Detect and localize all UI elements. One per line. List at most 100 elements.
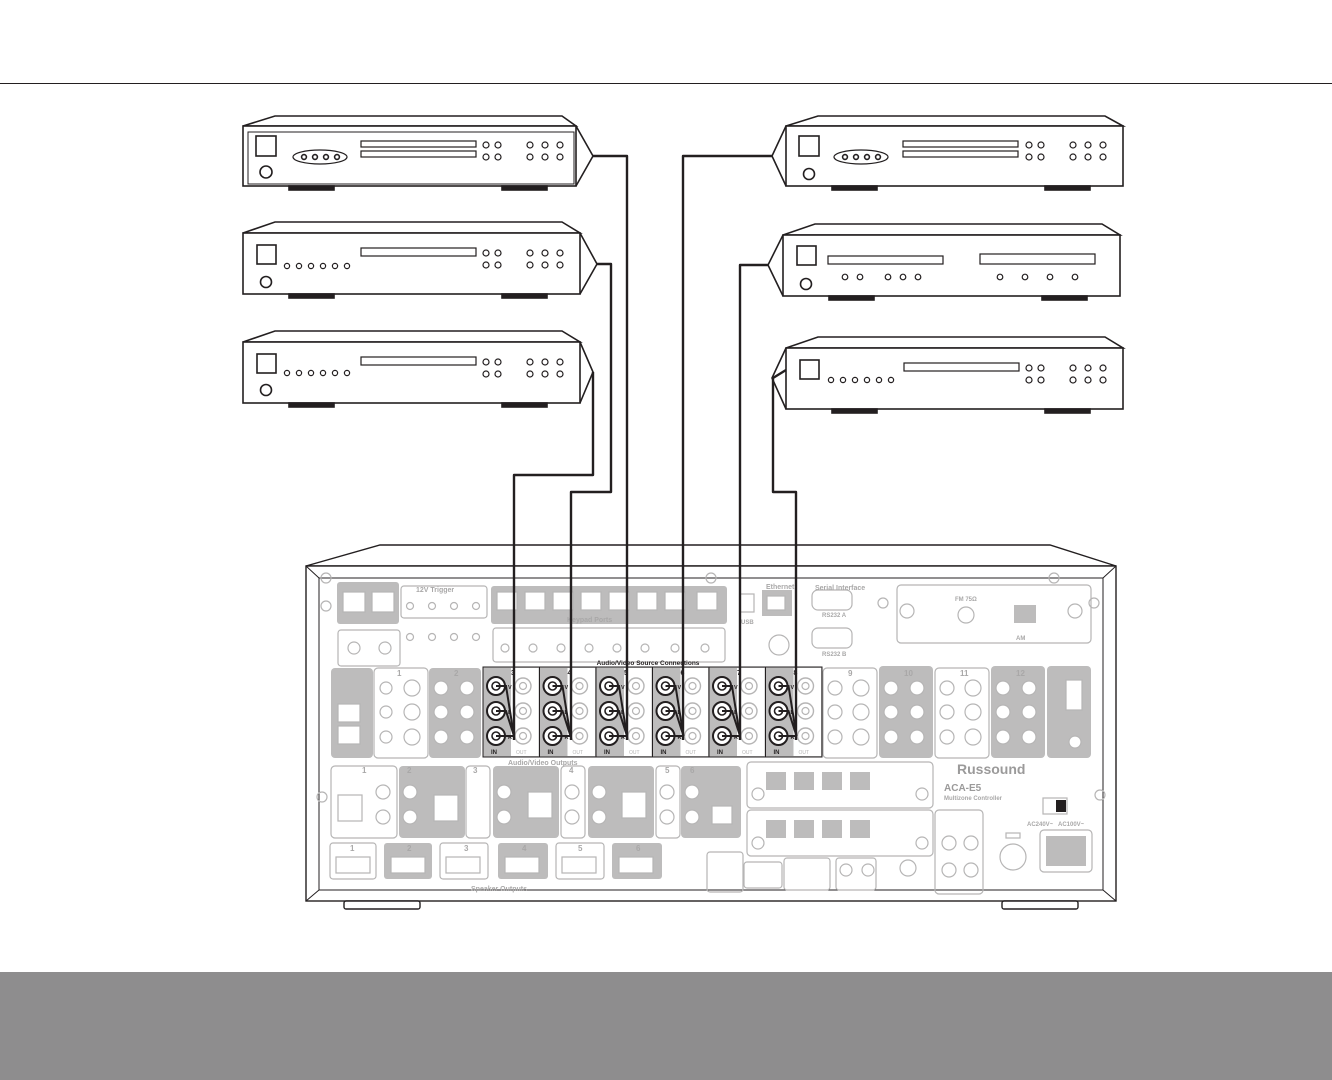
trigger-title: 12V Trigger — [416, 587, 454, 594]
source-device-right-2 — [767, 223, 1123, 301]
faded-number-label: 6 — [690, 766, 695, 775]
faded-number-label: 4 — [569, 766, 574, 775]
foot-right — [1001, 900, 1079, 910]
model-name: ACA-E5 — [944, 783, 982, 794]
multizone-controller: 12V Trigger Keypad Ports Ethernet Serial… — [305, 544, 1117, 910]
input-label: IN — [717, 750, 723, 756]
channel-label: V — [508, 685, 512, 691]
output-jack-core — [688, 681, 697, 691]
display-slot — [360, 140, 477, 148]
power-button — [255, 135, 277, 157]
faded-number-label: 6 — [636, 844, 641, 853]
antenna-am-label: AM — [1016, 636, 1025, 642]
power-knob — [259, 165, 273, 179]
cable-left-1-to-source-5 — [593, 154, 629, 740]
power-button — [796, 245, 817, 266]
brand-logo: Russound — [957, 761, 1025, 777]
footer-band — [0, 972, 1332, 1080]
source-device-right-3 — [771, 336, 1126, 414]
cable-fanout — [496, 685, 515, 737]
output-label: OUT — [742, 750, 753, 756]
speaker-outputs-title: Speaker Outputs — [471, 886, 527, 893]
faded-number-label: 5 — [578, 844, 583, 853]
output-jack-core — [631, 681, 641, 691]
output-jack-core — [518, 706, 528, 716]
faded-number-label: 9 — [848, 669, 853, 678]
output-jack-core — [631, 731, 641, 741]
rs232a-label: RS232 A — [822, 613, 847, 619]
faded-panel-labels: 12V Trigger Keypad Ports Ethernet Serial… — [416, 584, 1085, 893]
channel-label: V — [734, 685, 738, 691]
source-device-left-2 — [242, 221, 598, 299]
ethernet-title: Ethernet — [766, 584, 795, 591]
cable-right-3-to-source-8 — [771, 368, 798, 740]
output-jack-core — [744, 731, 754, 741]
output-jack-core — [744, 706, 754, 716]
faded-number-label: 2 — [407, 766, 412, 775]
faded-number-label: 11 — [960, 669, 969, 678]
output-label: OUT — [629, 750, 640, 756]
output-jack-core — [744, 681, 754, 691]
faded-number-label: 5 — [665, 766, 670, 775]
source-device-right-1 — [771, 115, 1127, 191]
power-knob — [259, 383, 273, 397]
input-label: IN — [661, 750, 667, 756]
faded-number-label: 3 — [473, 766, 478, 775]
channel-label: V — [565, 685, 569, 691]
output-label: OUT — [686, 750, 697, 756]
input-label: IN — [548, 750, 554, 756]
cable-fanout — [552, 685, 572, 737]
faded-number-label: 2 — [407, 844, 412, 853]
output-label: OUT — [573, 750, 584, 756]
output-label: OUT — [516, 750, 527, 756]
foot-left — [343, 900, 421, 910]
serial-title: Serial Interface — [815, 585, 865, 592]
channel-label: R — [791, 735, 795, 741]
faded-number-label: 1 — [362, 766, 367, 775]
input-label: IN — [604, 750, 610, 756]
power-knob — [259, 275, 273, 289]
power-knob — [802, 167, 816, 181]
output-jack-core — [518, 731, 528, 741]
channel-label: R — [734, 735, 738, 741]
channel-label: R — [621, 735, 625, 741]
cable-right-2-to-source-7 — [738, 263, 768, 740]
channel-label: V — [678, 685, 682, 691]
model-subtitle: Multizone Controller — [944, 796, 1003, 802]
power-button — [256, 244, 277, 265]
cable-fanout — [665, 685, 685, 737]
faded-number-label: 1 — [397, 669, 402, 678]
outputs-title: Audio/Video Outputs — [508, 760, 578, 767]
cables — [512, 154, 798, 740]
output-jack-core — [801, 681, 810, 691]
output-jack-core — [801, 731, 810, 741]
output-jack-core — [575, 681, 584, 691]
output-jack-core — [575, 731, 584, 741]
output-jack-core — [801, 706, 810, 716]
voltage-a-label: AC240V~ — [1027, 822, 1054, 828]
faded-panel-details — [316, 572, 1106, 895]
channel-label: V — [791, 685, 795, 691]
faded-number-label: 2 — [454, 669, 459, 678]
faded-number-label: 3 — [464, 844, 469, 853]
source-devices — [242, 115, 1127, 414]
output-jack-core — [631, 706, 641, 716]
cable-fanout — [609, 685, 628, 737]
output-jack-core — [575, 706, 584, 716]
channel-label: R — [565, 735, 569, 741]
cable-right-1-to-source-6 — [681, 154, 772, 740]
power-button — [256, 353, 277, 374]
cable-left-2-to-source-4 — [569, 262, 613, 740]
cable-fanout — [722, 685, 741, 737]
channel-label: R — [678, 735, 682, 741]
source-device-left-1 — [242, 115, 594, 191]
keypad-title: Keypad Ports — [567, 617, 612, 624]
cable-left-3-to-source-3 — [512, 372, 595, 740]
